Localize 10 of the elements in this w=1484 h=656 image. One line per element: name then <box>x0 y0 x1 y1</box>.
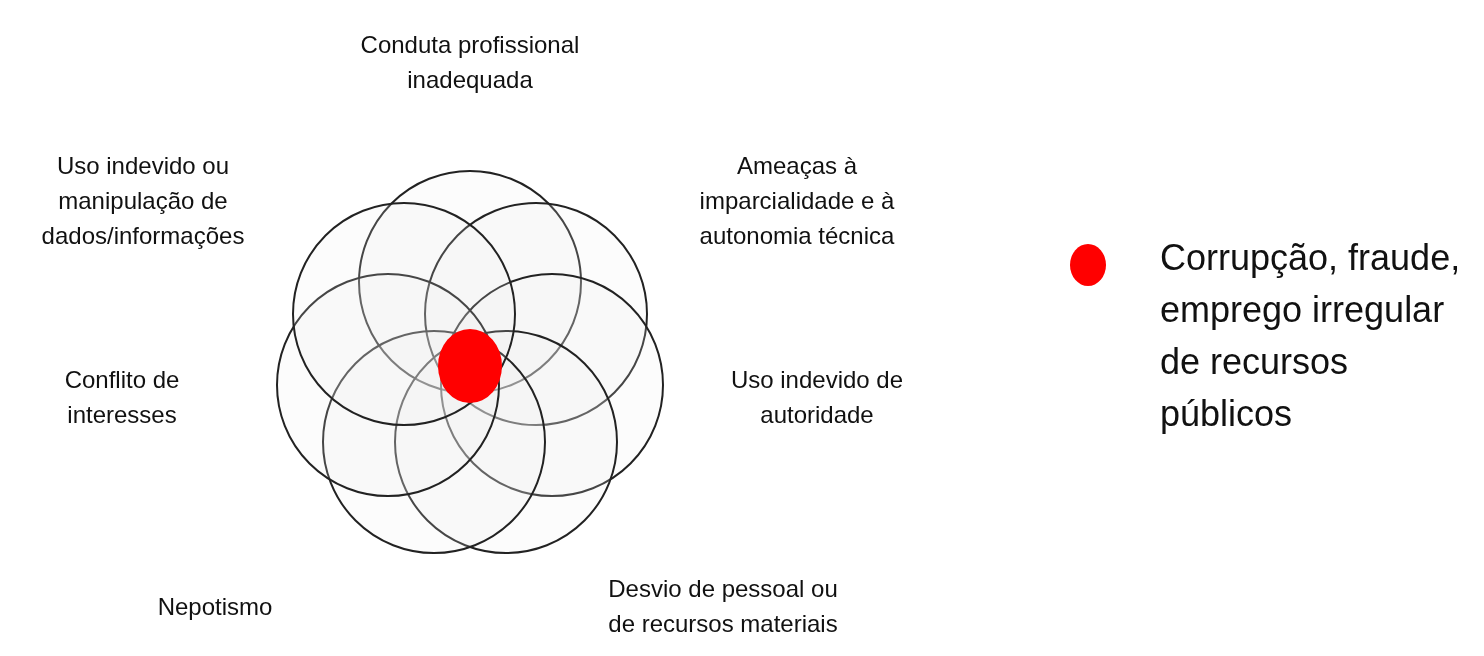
category-label: Conduta profissional inadequada <box>360 30 580 95</box>
category-label: Nepotismo <box>156 591 274 622</box>
category-label: Ameaças à imparcialidade e à autonomia técnica <box>698 150 896 251</box>
overlapping-circle <box>292 201 517 426</box>
category-label: Uso indevido ou manipulação de dados/informações <box>40 150 246 251</box>
center-dot <box>438 329 502 403</box>
category-label: Desvio de pessoal ou de recursos materiais <box>607 574 839 639</box>
category-label: Conflito de interesses <box>63 365 181 430</box>
category-label: Uso indevido de autoridade <box>729 365 905 430</box>
legend-text: Corrupção, fraude, emprego irregular de recursos públicos <box>1160 236 1462 436</box>
